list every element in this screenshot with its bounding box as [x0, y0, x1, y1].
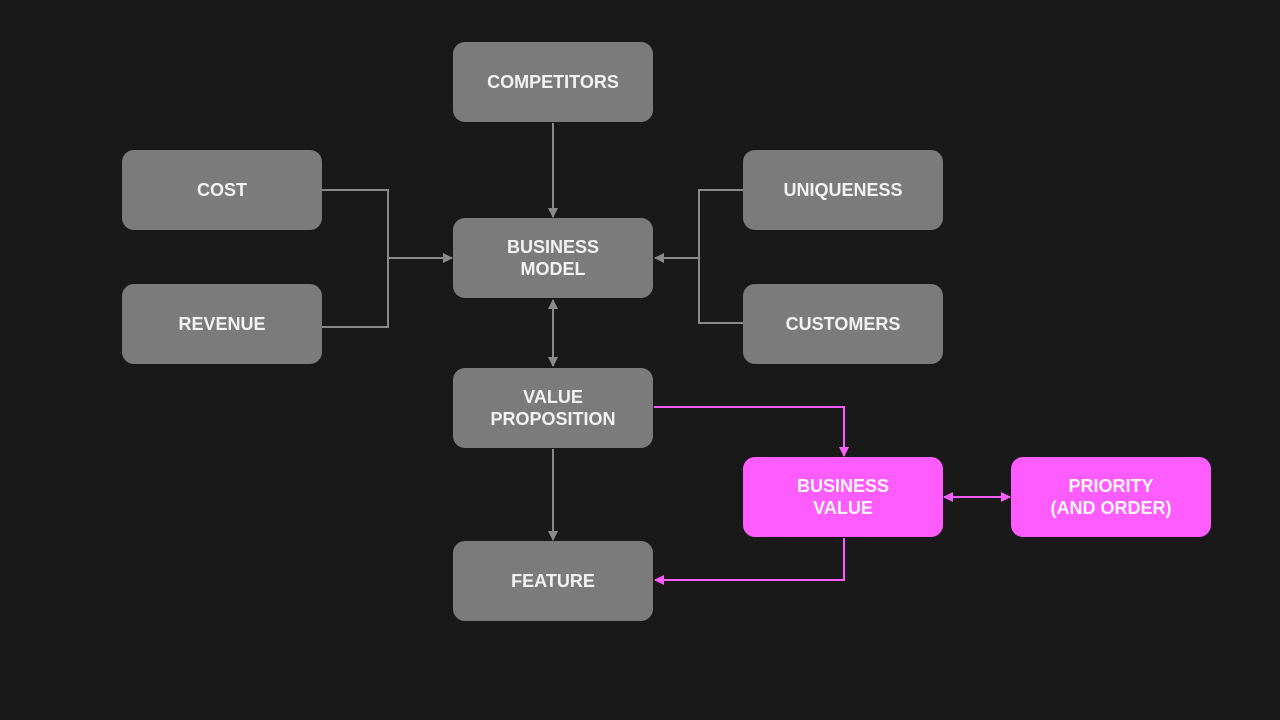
node-priority: PRIORITY (AND ORDER) — [1011, 457, 1211, 537]
edge-cost-to-business-model — [322, 189, 453, 263]
edge-uniqueness-to-business-model — [654, 189, 743, 263]
node-cost: COST — [122, 150, 322, 230]
edge-revenue-to-business-model — [322, 258, 389, 328]
node-feature: FEATURE — [453, 541, 653, 621]
edge-value-proposition-to-business-value — [654, 406, 849, 457]
node-value-proposition: VALUE PROPOSITION — [453, 368, 653, 448]
node-customers: CUSTOMERS — [743, 284, 943, 364]
edge-customers-to-business-model — [698, 258, 743, 324]
node-competitors: COMPETITORS — [453, 42, 653, 122]
node-business-value: BUSINESS VALUE — [743, 457, 943, 537]
node-business-model: BUSINESS MODEL — [453, 218, 653, 298]
node-revenue: REVENUE — [122, 284, 322, 364]
edge-business-value-to-feature — [654, 538, 845, 585]
node-uniqueness: UNIQUENESS — [743, 150, 943, 230]
